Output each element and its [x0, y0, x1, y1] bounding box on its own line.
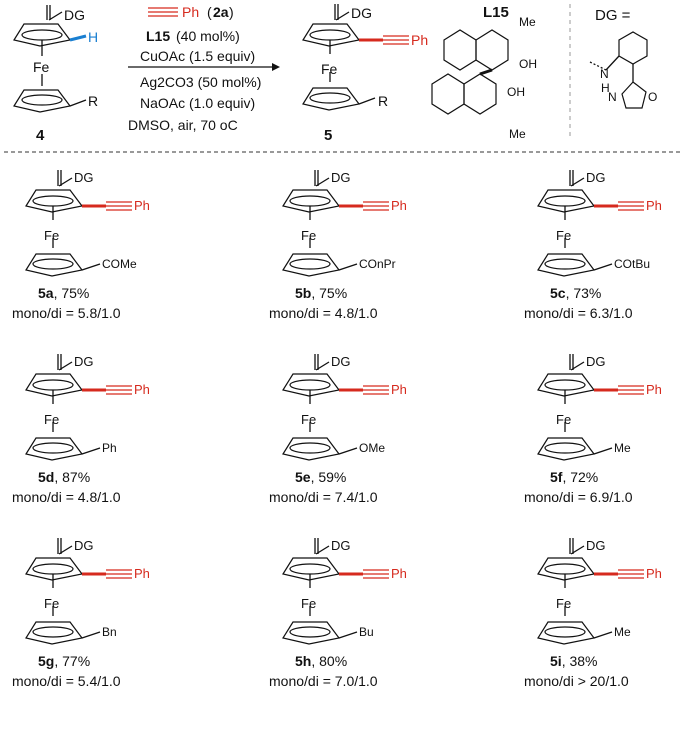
substituent-label: Ph [102, 441, 117, 455]
fe-label: Fe [556, 412, 571, 427]
product-label: 5 [324, 127, 332, 144]
compound-yield: 5g, 77% [38, 653, 90, 669]
substituent-label: Bn [102, 625, 117, 639]
compound-yield: 5d, 87% [38, 469, 90, 485]
ph-label: Ph [134, 566, 150, 581]
product-ph-label: Ph [411, 32, 428, 48]
mono-di-ratio: mono/di = 4.8/1.0 [269, 305, 378, 321]
mono-di-ratio: mono/di > 20/1.0 [524, 673, 629, 689]
ph-label: Ph [646, 566, 662, 581]
sm-label: 4 [36, 127, 45, 144]
mono-di-ratio: mono/di = 6.9/1.0 [524, 489, 633, 505]
ligand-oh-bottom: OH [507, 85, 525, 99]
product-5-structure [301, 2, 411, 112]
product-fe-label: Fe [321, 61, 338, 77]
fe-label: Fe [44, 228, 59, 243]
ligand-oh-top: OH [519, 57, 537, 71]
substituent-label: OMe [359, 441, 385, 455]
ph-label: Ph [134, 198, 150, 213]
ph-label: Ph [391, 382, 407, 397]
fe-label: Fe [556, 228, 571, 243]
product-dg-label: DG [351, 5, 372, 21]
fe-label: Fe [301, 412, 316, 427]
reagent-ph: Ph [182, 4, 199, 20]
dg-definition-title: DG = [595, 7, 631, 24]
substituent-label: Bu [359, 625, 374, 639]
sm-r-label: R [88, 93, 98, 109]
ligand-structure [430, 28, 510, 116]
dg-n-label: N [600, 67, 609, 81]
mono-di-ratio: mono/di = 5.4/1.0 [12, 673, 121, 689]
fe-label: Fe [556, 596, 571, 611]
fe-label: Fe [44, 596, 59, 611]
dg-label: DG [331, 170, 351, 185]
ligand-name: L15 [483, 4, 509, 21]
product-r-label: R [378, 93, 388, 109]
fe-label: Fe [301, 596, 316, 611]
substituent-label: COtBu [614, 257, 650, 271]
compound-yield: 5a, 75% [38, 285, 89, 301]
ligand-me-bottom: Me [509, 127, 526, 141]
dg-label: DG [586, 170, 606, 185]
ph-label: Ph [646, 382, 662, 397]
dg-label: DG [586, 354, 606, 369]
dg-n-ring-label: N [608, 90, 617, 104]
fe-label: Fe [301, 228, 316, 243]
starting-material-4 [13, 5, 87, 113]
dg-structure [589, 31, 648, 109]
compound-yield: 5b, 75% [295, 285, 347, 301]
ph-label: Ph [646, 198, 662, 213]
sm-fe-label: Fe [33, 59, 50, 75]
compound-yield: 5i, 38% [550, 653, 598, 669]
compound-yield: 5f, 72% [550, 469, 598, 485]
ph-label: Ph [134, 382, 150, 397]
mono-di-ratio: mono/di = 6.3/1.0 [524, 305, 633, 321]
dg-h-label: H [601, 81, 610, 95]
substituent-label: Me [614, 625, 631, 639]
dg-o-ring-label: O [648, 90, 657, 104]
fe-label: Fe [44, 412, 59, 427]
dg-label: DG [331, 354, 351, 369]
reagent-id: 2a [213, 4, 229, 20]
dg-label: DG [74, 538, 94, 553]
mono-di-ratio: mono/di = 7.0/1.0 [269, 673, 378, 689]
substituent-label: Me [614, 441, 631, 455]
cond-line2: CuOAc (1.5 equiv) [140, 48, 255, 64]
ph-label: Ph [391, 198, 407, 213]
reagent-paren-open: ( [207, 4, 212, 20]
ligand-me-top: Me [519, 15, 536, 29]
catalyst-loading: (40 mol%) [176, 28, 240, 44]
mono-di-ratio: mono/di = 7.4/1.0 [269, 489, 378, 505]
substituent-label: COMe [102, 257, 137, 271]
mono-di-ratio: mono/di = 4.8/1.0 [12, 489, 121, 505]
substituent-label: COnPr [359, 257, 396, 271]
sm-h-label: H [88, 29, 98, 45]
sm-dg-label: DG [64, 7, 85, 23]
ph-label: Ph [391, 566, 407, 581]
cond-line3: Ag2CO3 (50 mol%) [140, 74, 261, 90]
compound-yield: 5c, 73% [550, 285, 601, 301]
mono-di-ratio: mono/di = 5.8/1.0 [12, 305, 121, 321]
cond-line4: NaOAc (1.0 equiv) [140, 95, 255, 111]
dg-label: DG [74, 354, 94, 369]
cond-line5: DMSO, air, 70 oC [128, 117, 238, 133]
dg-label: DG [74, 170, 94, 185]
catalyst-name: L15 [146, 28, 170, 44]
compound-yield: 5e, 59% [295, 469, 346, 485]
reagent-paren-close: ) [229, 4, 234, 20]
dg-label: DG [331, 538, 351, 553]
compound-yield: 5h, 80% [295, 653, 347, 669]
dg-label: DG [586, 538, 606, 553]
